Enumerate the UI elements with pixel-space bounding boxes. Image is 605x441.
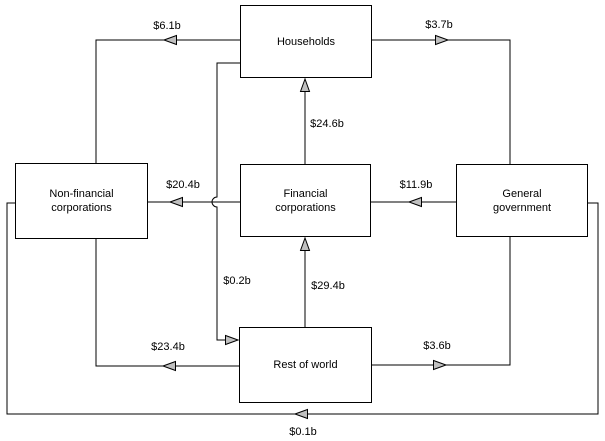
box-non-financial-label-line1: Non-financial (49, 188, 114, 200)
box-general-government-label-line1: General (502, 187, 542, 200)
flow-label-fc-to-hh: $24.6b (310, 118, 344, 130)
flow-line-hh-to-nfc (95, 39, 240, 163)
flow-label-row-to-fc: $29.4b (311, 280, 345, 292)
flow-label-row-to-gg: $3.6b (423, 340, 451, 352)
box-general-government: General government (456, 164, 588, 237)
arrowhead-hh-to-row (225, 334, 240, 346)
arrowhead-gg-to-fc (407, 196, 422, 208)
arrowhead-row-to-fc (299, 236, 311, 251)
flow-line-row-to-nfc (95, 239, 239, 367)
arrowhead-fc-to-hh (299, 77, 311, 92)
flow-label-hh-to-row: $0.2b (223, 275, 251, 287)
box-rest-of-world: Rest of world (239, 327, 372, 403)
flow-line-hh-to-row (211, 62, 240, 341)
box-rest-of-world-label: Rest of world (273, 359, 338, 371)
arrowhead-hh-to-gg (435, 34, 450, 46)
box-general-government-label-line2: government (492, 201, 552, 214)
box-households: Households (240, 5, 372, 78)
flow-line-hh-to-gg (372, 39, 511, 164)
arrowhead-hh-to-nfc (162, 34, 177, 46)
arrowhead-row-to-nfc (161, 360, 176, 372)
flow-label-row-to-nfc: $23.4b (151, 341, 185, 353)
arrowhead-row-to-gg (433, 359, 448, 371)
box-households-label: Households (276, 35, 336, 48)
flow-label-fc-to-nfc: $20.4b (166, 179, 200, 191)
arrowhead-gg-to-nfc (293, 408, 308, 420)
flow-label-hh-to-nfc: $6.1b (153, 20, 181, 32)
flow-label-gg-to-nfc: $0.1b (289, 426, 317, 438)
box-non-financial-label-line2: corporations (51, 202, 112, 214)
arrowhead-fc-to-nfc (168, 196, 183, 208)
flow-label-hh-to-gg: $3.7b (425, 19, 453, 31)
flow-label-gg-to-fc: $11.9b (399, 179, 433, 191)
box-financial-label-line2: corporations (275, 201, 336, 214)
box-non-financial-corporations: Non-financial corporations (15, 163, 148, 239)
box-financial-label-line1: Financial (283, 187, 328, 200)
box-financial-corporations: Financial corporations (240, 164, 371, 237)
flow-line-row-to-gg (372, 237, 511, 366)
